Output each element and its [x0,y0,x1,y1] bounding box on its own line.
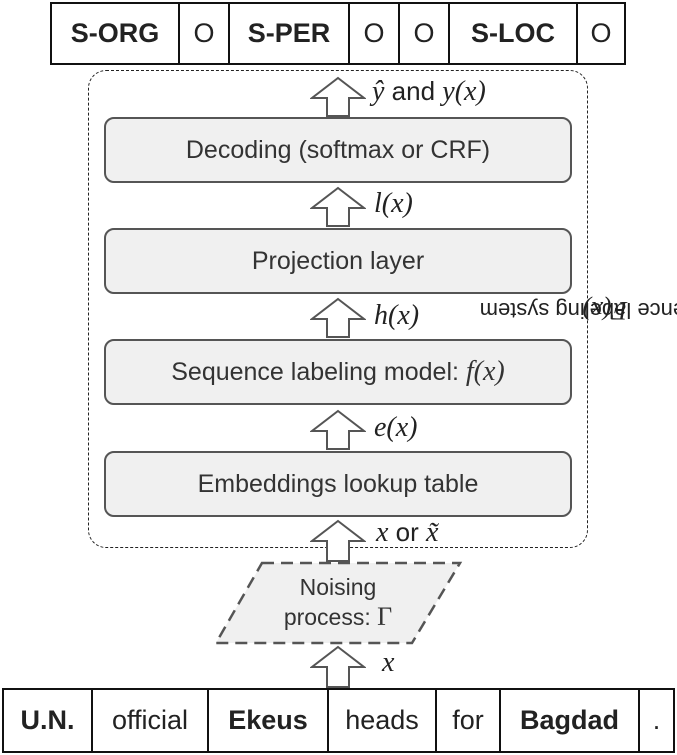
noising-process-shape [213,561,463,645]
input-token: . [652,705,661,735]
projection-layer-label: Projection layer [251,246,425,275]
arrow-label-x: x [382,647,395,678]
output-tag: O [400,4,450,63]
y-hat-symbol: ŷ [372,76,385,107]
sequence-labeling-model-layer: Sequence labeling model: f(x) [104,339,572,405]
arrow-icon [310,519,366,562]
x-tilde-symbol: x̃ [426,517,439,548]
system-label-math: F(x) [582,296,628,325]
input-token: Bagdad [501,690,640,751]
projection-layer: Projection layer [104,228,572,294]
input-token: Ekeus [209,690,329,751]
arrow-icon [310,297,366,338]
arrow-label-h: h(x) [374,300,420,331]
output-tag: O [590,18,612,48]
x-symbol: x [376,517,389,548]
output-tag: S-LOC [450,4,578,63]
and-text: and [384,76,443,106]
gamma-symbol: Γ [377,602,393,631]
decoding-layer-label: Decoding (softmax or CRF) [185,135,491,164]
arrow-icon [310,409,366,450]
y-symbol: y(x) [442,76,486,107]
arrow-label-y: ŷ and y(x) [372,76,486,108]
embeddings-layer-label: Embeddings lookup table [197,469,479,498]
input-token: for [437,690,501,751]
embeddings-layer: Embeddings lookup table [104,451,572,517]
arrow-icon [310,76,366,117]
arrow-icon [310,186,366,227]
arrow-icon [310,645,366,688]
decoding-layer: Decoding (softmax or CRF) [104,117,572,183]
noising-process-label: Noising process: Γ [258,572,418,632]
arrow-label-x-or-xtilde: x or x̃ [376,517,438,549]
input-token: official [93,690,209,751]
output-tag-row: S-ORG O S-PER O O S-LOC O [50,2,626,65]
noising-line2: process: Γ [258,602,418,632]
system-label-words: Sequence labeling system [479,298,677,323]
output-tag: O [350,4,400,63]
arrow-label-e: e(x) [374,412,418,443]
noising-line1: Noising [299,574,377,600]
output-tag: S-PER [230,4,350,63]
output-tag: S-ORG [52,4,180,63]
input-token: U.N. [4,690,93,751]
input-token-row: U.N. official Ekeus heads for Bagdad . [2,688,675,753]
or-text: or [388,517,427,547]
arrow-label-l: l(x) [374,188,413,219]
input-token: heads [329,690,437,751]
output-tag: O [180,4,230,63]
model-layer-label: Sequence labeling model: [171,357,466,386]
noising-process-text: process: [283,604,378,630]
model-layer-function: f(x) [465,356,505,387]
